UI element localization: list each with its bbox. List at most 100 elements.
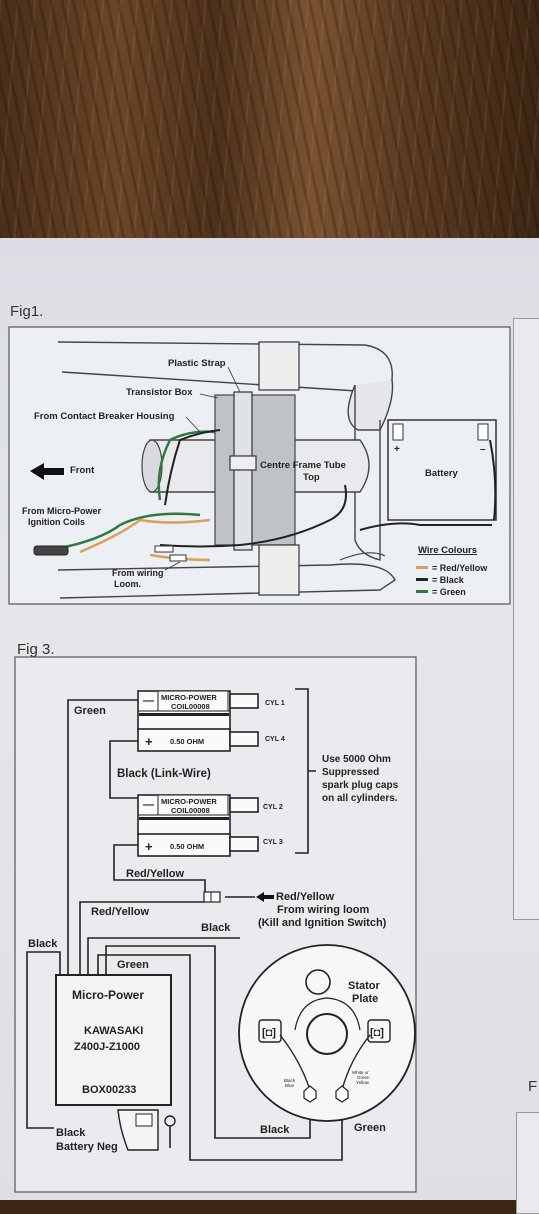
note-line-2: Suppressed	[322, 767, 379, 778]
legend-swatch-black	[416, 578, 428, 581]
frame-tube-top	[57, 341, 393, 393]
coil1-plus: +	[145, 734, 153, 749]
label-loom: Loom.	[114, 579, 141, 589]
coil2-terminal-a	[229, 797, 259, 813]
wire-black-link	[109, 740, 138, 799]
label-green-bottom: Green	[354, 1122, 386, 1134]
legend-swatch-redyellow	[416, 566, 428, 569]
wire-black-left	[26, 951, 61, 1129]
strap-buckle	[229, 455, 257, 471]
label-from-micro-power: From Micro-Power	[22, 506, 102, 516]
label-stator-small-right-3: Yellow	[356, 1080, 370, 1085]
label-ignition-coils: Ignition Coils	[28, 517, 85, 527]
stator-terminal-right	[335, 1085, 349, 1103]
frame-tube-bottom-join	[339, 552, 386, 561]
frame-tube-curve	[347, 379, 394, 431]
box-line-1: KAWASAKI	[84, 1025, 143, 1037]
clamp-top	[258, 341, 300, 391]
label-front: Front	[70, 465, 95, 476]
cylinders-bracket	[295, 688, 316, 854]
label-battery: Battery	[425, 468, 458, 479]
fig3-title: Fig 3.	[17, 641, 55, 658]
frame-tube-lower	[57, 563, 396, 599]
label-black-mid: Black	[201, 922, 231, 934]
wire-black-mid	[87, 937, 240, 975]
label-kill-ignition: (Kill and Ignition Switch)	[258, 917, 387, 929]
coil2-code: COIL00008	[171, 806, 210, 815]
wire-black-bottom	[105, 945, 311, 1139]
label-top: Top	[303, 472, 320, 483]
note-line-4: on all cylinders.	[322, 793, 398, 804]
label-stator-small-right-2: Green	[357, 1075, 370, 1080]
label-battery-neg-1: Black	[56, 1127, 86, 1139]
legend-swatch-green	[416, 590, 428, 593]
cyl-2-label: CYL 2	[263, 804, 283, 811]
stator-pickup-left-icon: [◘]	[262, 1027, 276, 1039]
label-from-wiring: From wiring	[112, 568, 164, 578]
input-arrow-icon	[256, 892, 274, 902]
label-battery-minus: –	[480, 444, 486, 455]
box-title: Micro-Power	[72, 988, 144, 1002]
coil1-terminal-a	[229, 693, 259, 709]
wire-redyellow-coil2	[113, 844, 206, 897]
cyl-1-label: CYL 1	[265, 700, 285, 707]
label-stator-small-right-1: White or	[352, 1070, 369, 1075]
label-green-top: Green	[74, 705, 106, 717]
label-battery-plus: +	[394, 444, 400, 455]
coil1-ohm: 0.50 OHM	[170, 737, 204, 746]
wire-redyellow-1	[79, 518, 211, 554]
coil2-name: MICRO-POWER	[161, 797, 217, 806]
legend-label-black: = Black	[432, 575, 465, 585]
adjacent-page-letter: F	[528, 1078, 538, 1095]
label-plastic-strap: Plastic Strap	[168, 358, 226, 369]
label-stator-small-left-2: Blue	[285, 1083, 295, 1088]
micro-power-box	[55, 974, 172, 1106]
plastic-strap	[233, 391, 253, 551]
battery-neg-terminal	[135, 1113, 153, 1127]
stator-hole-top	[305, 969, 331, 995]
box-line-2: Z400J-Z1000	[74, 1041, 140, 1053]
connector-2	[169, 554, 187, 562]
wire-green-2	[157, 430, 216, 501]
cyl-3-label: CYL 3	[263, 839, 283, 846]
front-arrow-icon	[30, 463, 64, 480]
label-transistor-box: Transistor Box	[126, 387, 193, 398]
legend-label-green: = Green	[432, 587, 466, 597]
wire-black-loom	[159, 484, 347, 548]
battery-terminal-neg	[477, 423, 489, 441]
stator-pickup-left	[258, 1019, 282, 1043]
coil2-minus: —	[143, 799, 154, 811]
label-redyellow-mid: Red/Yellow	[126, 868, 185, 880]
stator-arc	[294, 997, 361, 1031]
coil2-terminal-b	[229, 836, 259, 852]
stator-centre	[306, 1013, 348, 1055]
label-black-left: Black	[28, 938, 58, 950]
legend-label-redyellow: = Red/Yellow	[432, 563, 488, 573]
label-stator-2: Plate	[352, 993, 378, 1005]
coil2-plus: +	[145, 839, 153, 854]
box-code: BOX00233	[82, 1084, 136, 1096]
note-line-1: Use 5000 Ohm	[322, 754, 391, 765]
coil1-name: MICRO-POWER	[161, 693, 217, 702]
label-green-box: Green	[117, 959, 149, 971]
wire-green-1	[59, 512, 201, 550]
stator-lead-right	[341, 1034, 371, 1091]
battery-wire	[359, 522, 492, 531]
battery-neg-wire	[489, 439, 497, 521]
cyl-4-label: CYL 4	[265, 736, 285, 743]
note-line-3: spark plug caps	[322, 780, 399, 791]
wire-colours-title: Wire Colours	[418, 545, 477, 556]
coil2-ohm: 0.50 OHM	[170, 842, 204, 851]
label-battery-neg-2: Battery Neg	[56, 1141, 118, 1153]
fig1-title: Fig1.	[10, 303, 44, 320]
label-redyellow-input: Red/Yellow	[276, 891, 335, 903]
label-centre-frame-tube: Centre Frame Tube	[260, 460, 346, 471]
stator-pickup-right	[367, 1019, 391, 1043]
label-from-wiring-loom: From wiring loom	[277, 904, 369, 916]
stator-terminal-left	[303, 1085, 317, 1103]
label-stator-small-left-1: Black	[284, 1078, 296, 1083]
ignition-coil-lead	[33, 545, 69, 556]
stator-lead-left	[279, 1034, 311, 1091]
